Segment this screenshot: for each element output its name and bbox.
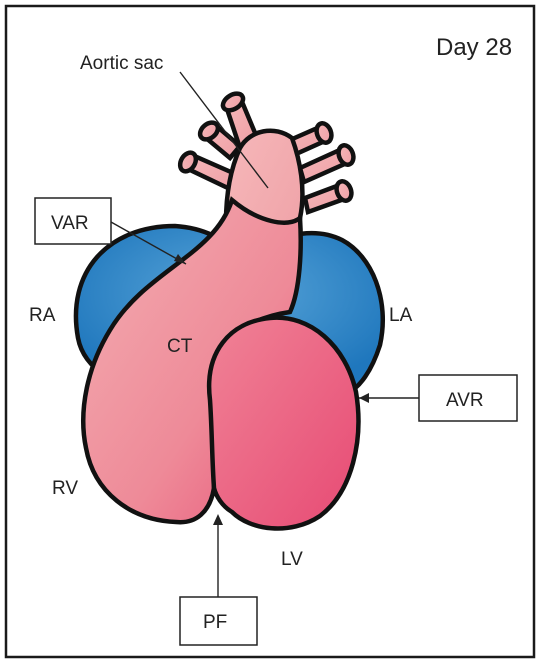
label-var: VAR [51,213,89,234]
label-avr: AVR [446,390,484,411]
label-ct: CT [167,336,193,357]
label-lv: LV [281,549,303,570]
left-ventricle [209,318,358,529]
label-ra: RA [29,305,56,326]
label-rv: RV [52,478,78,499]
label-la: LA [389,305,413,326]
label-aortic-sac: Aortic sac [80,53,163,74]
figure-title: Day 28 [436,34,512,61]
label-pf: PF [203,612,227,633]
